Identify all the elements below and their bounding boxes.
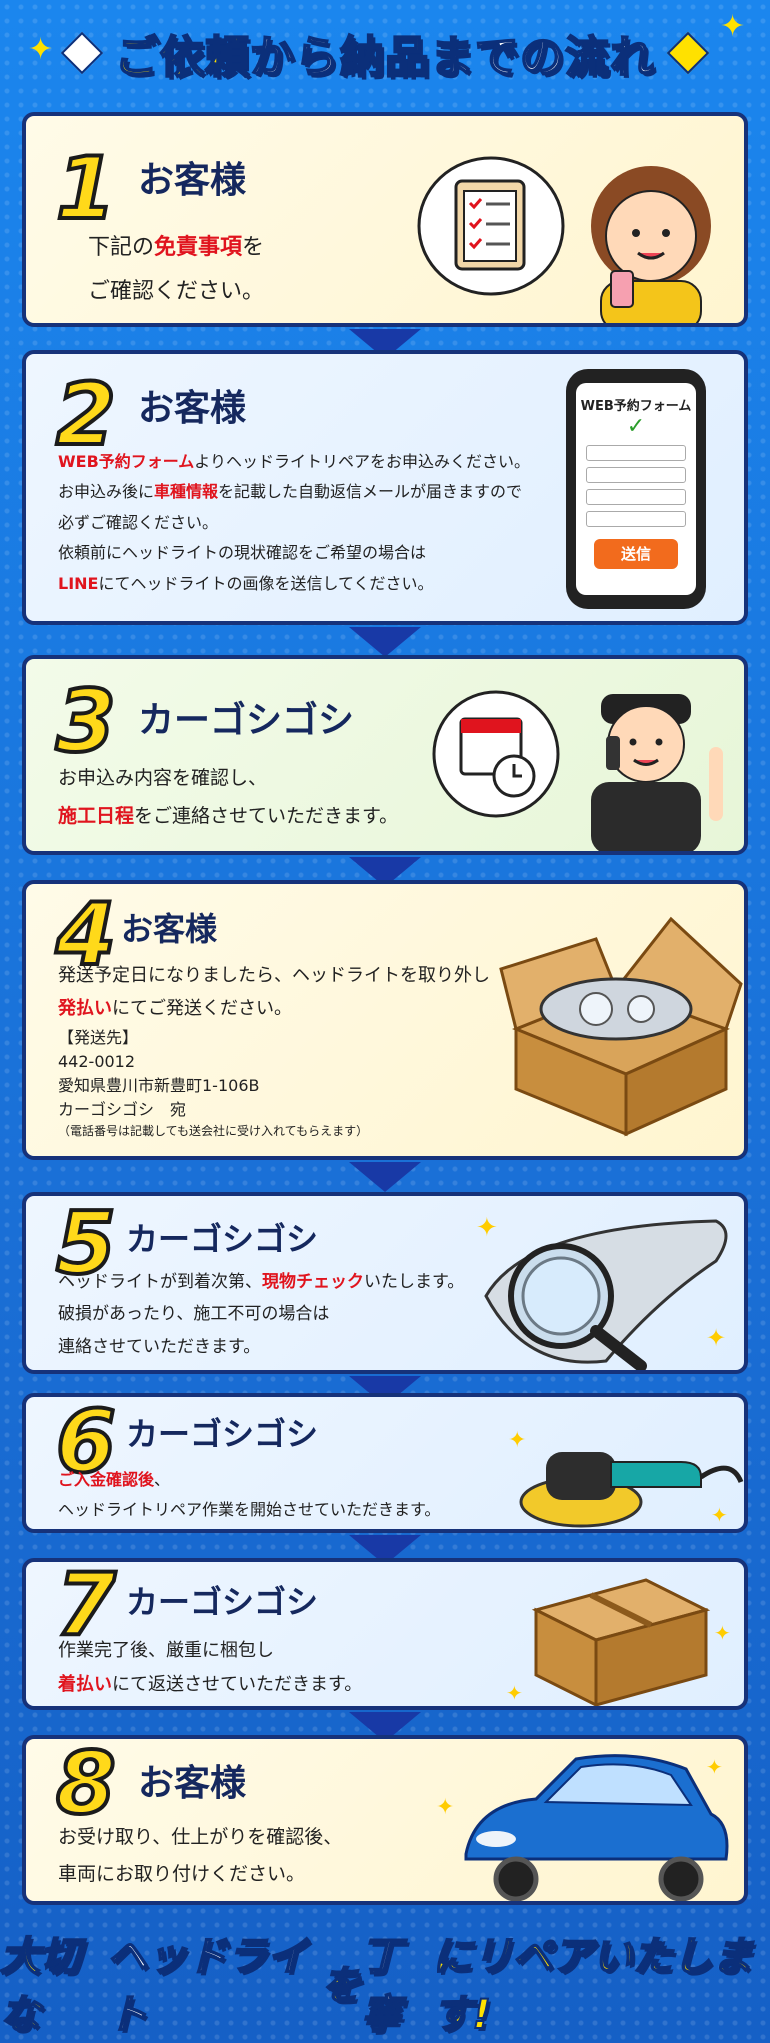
svg-text:✦: ✦ [711,1503,728,1527]
step-text: 作業完了後、厳重に梱包し 着払いにて返送させていただきます。 [58,1640,363,1696]
step-actor: お客様 [138,1763,247,1804]
blue-car-illustration: ✦ ✦ [436,1754,729,1901]
headlight-magnifier-illustration: ✦ ✦ [476,1213,728,1370]
shipping-address: 【発送先】 442-0012 愛知県豊川市新豊町1-106B カーゴシゴシ 宛 … [58,1028,369,1138]
sparkle-icon: ✦ [720,9,746,44]
title-part: ご依頼 [114,31,250,84]
step-text: ご入金確認後、 ヘッドライトリペア作業を開始させていただきます。 [58,1470,441,1520]
svg-text:✦: ✦ [706,1324,726,1352]
smartphone-illustration: WEB予約フォーム ✓ 送信 [566,369,706,609]
step-actor: カーゴシゴシ [138,700,355,741]
step-actor: お客様 [121,910,218,948]
flow-arrow-icon [349,1162,421,1192]
step-number: 6 [54,1393,118,1492]
step-actor: カーゴシゴシ [126,1220,319,1258]
packed-box-illustration: ✦ ✦ [506,1578,731,1706]
step-actor: お客様 [138,160,247,201]
svg-text:✦: ✦ [436,1795,454,1820]
step-text: WEB予約フォームよりヘッドライトリペアをお申込みください。 お申込み後に車種情… [58,452,530,593]
step-number: 4 [54,885,118,985]
step-text: 発送予定日になりましたら、ヘッドライトを取り外し 発払いにてご発送ください。 [58,965,490,1020]
step-actor: お客様 [138,388,247,429]
footer-slogan: 大切なヘッドライトを丁寧にリペアいたします! [0,1933,754,2039]
step-card-1: 1 お客様 下記の免責事項を ご確認ください。 [22,112,748,327]
flow-arrow-icon [349,627,421,657]
page-title: ご依頼 から 納品 までの流れ [0,0,770,105]
step-number: 1 [54,139,118,239]
check-icon: ✓ [626,414,646,439]
step-text: ヘッドライトが到着次第、現物チェックいたします。 破損があったり、施工不可の場合… [58,1272,465,1357]
diamond-icon [60,31,104,74]
step-number: 7 [54,1558,118,1655]
step-text: お申込み内容を確認し、 施工日程をご連絡させていただきます。 [58,767,399,827]
step-actor: カーゴシゴシ [126,1583,319,1621]
polisher-illustration: ✦ ✦ [508,1428,744,1528]
step-number: 3 [54,672,118,772]
submit-button: 送信 [594,539,678,569]
sparkle-icon: ✦ [28,32,54,67]
svg-text:✦: ✦ [508,1428,526,1453]
step-text: お受け取り、仕上がりを確認後、 車両にお取り付けください。 [58,1826,343,1886]
svg-text:✦: ✦ [506,1681,523,1705]
step-card-5: 5 カーゴシゴシ ヘッドライトが到着次第、現物チェックいたします。 破損があった… [22,1192,748,1374]
step-text: 下記の免責事項を ご確認ください。 [88,235,265,304]
staff-on-phone-illustration [432,690,723,851]
step-card-3: 3 カーゴシゴシ お申込み内容を確認し、 施工日程をご連絡させていただきます。 [22,655,748,855]
step-card-7: 7 カーゴシゴシ 作業完了後、厳重に梱包し 着払いにて返送させていただきます。 … [22,1558,748,1710]
customer-with-phone-illustration [417,156,711,323]
svg-text:✦: ✦ [714,1621,731,1645]
title-part: から [249,31,340,84]
diamond-icon [666,31,710,74]
step-actor: カーゴシゴシ [126,1415,319,1453]
title-part: までの流れ [429,31,655,84]
step-card-6: 6 カーゴシゴシ ご入金確認後、 ヘッドライトリペア作業を開始させていただきます… [22,1393,748,1533]
step-number: 5 [54,1194,118,1294]
svg-text:✦: ✦ [476,1213,498,1243]
form-title: WEB予約フォーム [580,399,692,414]
step-number: 8 [54,1735,118,1834]
step-card-2: 2 お客様 WEB予約フォームよりヘッドライトリペアをお申込みください。 お申込… [22,350,748,625]
box-with-headlight-illustration [499,916,743,1137]
step-card-4: 4 お客様 発送予定日になりましたら、ヘッドライトを取り外し 発払いにてご発送く… [22,880,748,1160]
step-card-8: 8 お客様 お受け取り、仕上がりを確認後、 車両にお取り付けください。 ✦ ✦ [22,1735,748,1905]
step-number: 2 [54,365,118,465]
svg-text:✦: ✦ [706,1755,723,1779]
title-part: 納品 [339,31,430,84]
